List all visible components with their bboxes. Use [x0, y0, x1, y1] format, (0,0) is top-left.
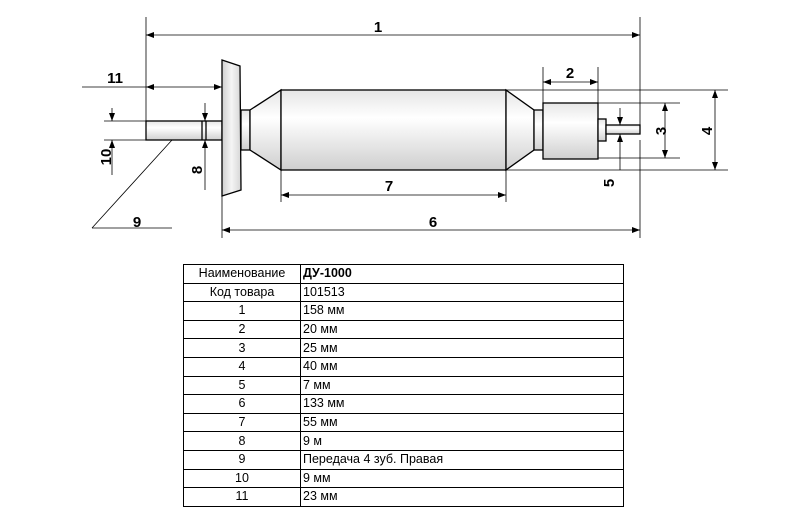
dimension-labels: 1 2 3 4 5 6 7 8 9 10 11 [98, 19, 716, 231]
table-row: 9 Передача 4 зуб. Правая [183, 449, 624, 470]
dim-label-9: 9 [133, 214, 141, 231]
row-value: Передача 4 зуб. Правая [300, 449, 624, 470]
row-key: 3 [183, 338, 301, 358]
dim-label-1: 1 [374, 19, 382, 36]
dim-label-6: 6 [429, 214, 437, 231]
row-key: 5 [183, 375, 301, 396]
row-value: 7 мм [300, 375, 624, 396]
dim-label-8: 8 [189, 166, 206, 174]
right-cone [505, 88, 535, 172]
row-value: 101513 [300, 282, 624, 303]
table-row: 5 7 мм [183, 375, 624, 396]
row-value: 40 мм [300, 356, 624, 377]
row-key: 4 [183, 356, 301, 377]
table-row: 8 9 м [183, 431, 624, 451]
row-key: 7 [183, 412, 301, 433]
bearing [542, 102, 599, 160]
row-value: 133 мм [300, 394, 624, 414]
left-shaft [145, 120, 223, 141]
row-key: 6 [183, 394, 301, 414]
table-row: 11 23 мм [183, 487, 624, 507]
table-row: 2 20 мм [183, 319, 624, 340]
right-pin [605, 124, 641, 135]
row-value: 23 мм [300, 487, 624, 507]
row-key: 1 [183, 301, 301, 321]
arrowheads [109, 32, 718, 233]
bearing-collar [533, 109, 544, 151]
dim-label-11: 11 [107, 70, 123, 87]
table-row: Наименование ДУ-1000 [183, 264, 624, 284]
row-key: 8 [183, 431, 301, 451]
product-name: ДУ-1000 [300, 264, 624, 284]
row-key: 9 [183, 449, 301, 470]
dim-label-4: 4 [699, 126, 716, 135]
flange [221, 59, 242, 197]
row-key: Код товара [183, 282, 301, 303]
row-value: 158 мм [300, 301, 624, 321]
row-key: 11 [183, 487, 301, 507]
row-value: 9 м [300, 431, 624, 451]
dim-label-7: 7 [385, 178, 393, 195]
dim-label-3: 3 [653, 127, 670, 135]
hub [240, 109, 251, 151]
table-row: 4 40 мм [183, 356, 624, 377]
row-value: 55 мм [300, 412, 624, 433]
left-cone [249, 88, 282, 172]
table-row: 6 133 мм [183, 394, 624, 414]
dim-label-10: 10 [98, 149, 115, 166]
table-row: 3 25 мм [183, 338, 624, 358]
row-value: 25 мм [300, 338, 624, 358]
row-value: 20 мм [300, 319, 624, 340]
table-row: 7 55 мм [183, 412, 624, 433]
table-row: Код товара 101513 [183, 282, 624, 303]
table-row: 1 158 мм [183, 301, 624, 321]
name-label: Наименование [183, 264, 301, 284]
dim-label-5: 5 [601, 179, 618, 187]
dim-label-2: 2 [566, 65, 574, 82]
row-key: 10 [183, 468, 301, 489]
rotor-technical-drawing: 1 2 3 4 5 6 7 8 9 10 11 [82, 17, 728, 238]
small-collar [597, 118, 607, 142]
row-key: 2 [183, 319, 301, 340]
row-value: 9 мм [300, 468, 624, 489]
specification-table: Наименование ДУ-1000 Код товара 101513 1… [183, 264, 624, 507]
rotor-part [145, 59, 641, 197]
main-body [280, 89, 507, 171]
table-row: 10 9 мм [183, 468, 624, 489]
